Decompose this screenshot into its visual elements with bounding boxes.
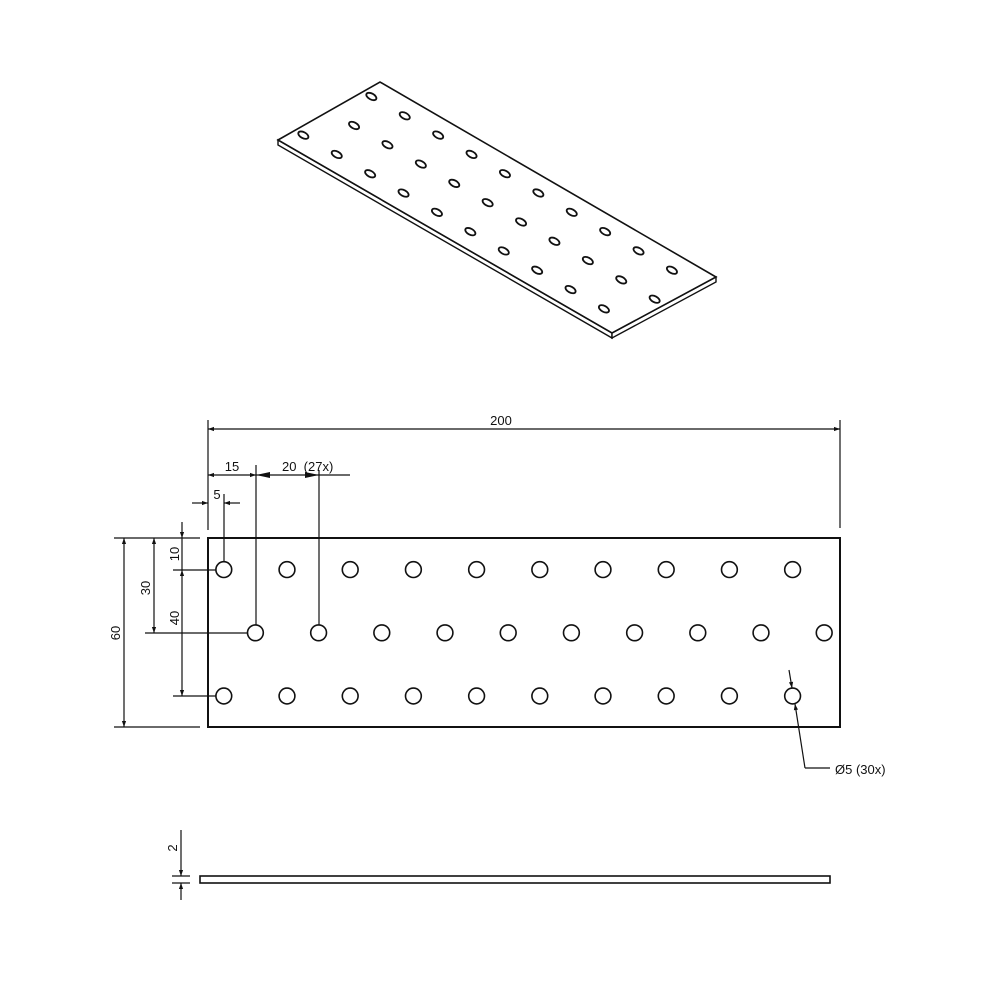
iso-hole [430, 207, 443, 217]
dimension-width: 60 [108, 537, 200, 728]
dimension-thickness-label: 2 [165, 844, 180, 851]
dimension-middle-row-label: 30 [138, 581, 153, 595]
side-view: 2 [165, 830, 831, 900]
iso-hole [648, 294, 661, 304]
dimension-top-row-label: 10 [167, 547, 182, 561]
dimension-edge-offset-label: 5 [213, 487, 220, 502]
hole [341, 560, 359, 579]
hole [404, 687, 423, 705]
iso-hole [297, 130, 310, 140]
iso-hole [348, 120, 361, 131]
dimension-length-label: 200 [490, 413, 512, 428]
iso-hole [498, 169, 511, 179]
iso-hole [565, 207, 578, 217]
hole [720, 560, 739, 579]
hole [783, 687, 802, 705]
hole [309, 624, 328, 642]
iso-hole [432, 130, 445, 140]
dimension-rows: 10 40 [167, 522, 216, 697]
dimension-width-label: 60 [108, 626, 123, 640]
iso-hole [665, 265, 678, 275]
iso-hole [531, 265, 544, 275]
hole-callout: Ø5 (30x) [788, 669, 886, 777]
hole [436, 624, 454, 642]
hole [752, 624, 770, 642]
hole [278, 687, 296, 705]
dimension-middle-row: 30 [138, 538, 248, 634]
iso-hole [397, 188, 410, 198]
iso-holes [297, 91, 678, 314]
hole [562, 624, 581, 642]
dimension-pitch-label: 20 (27x) [282, 459, 333, 474]
hole [404, 560, 423, 579]
hole [625, 624, 644, 642]
iso-hole [599, 226, 612, 237]
iso-hole [497, 246, 510, 256]
iso-hole [615, 275, 628, 285]
hole [341, 687, 359, 705]
hole [720, 687, 739, 705]
iso-hole [532, 188, 545, 198]
iso-hole [330, 149, 343, 160]
hole [594, 560, 612, 579]
iso-hole [597, 304, 610, 314]
iso-hole [398, 111, 411, 121]
iso-hole [364, 169, 377, 179]
hole [246, 624, 265, 642]
iso-hole [581, 255, 594, 266]
dimension-hole-pitch: 15 20 (27x) [208, 459, 350, 625]
dimension-first-offset-label: 15 [225, 459, 239, 474]
iso-hole [465, 149, 478, 159]
hole [783, 560, 802, 579]
iso-hole [481, 198, 494, 208]
iso-hole [632, 246, 645, 256]
hole [467, 560, 486, 579]
hole [373, 624, 391, 642]
dimension-length: 200 [207, 413, 841, 530]
hole [499, 624, 517, 642]
dimension-edge-offset: 5 [192, 487, 240, 562]
iso-hole [464, 227, 477, 237]
hole [467, 687, 486, 705]
hole [594, 687, 612, 705]
hole [278, 560, 296, 579]
iso-hole [365, 91, 378, 102]
hole [531, 560, 549, 579]
hole-callout-label: Ø5 (30x) [835, 762, 886, 777]
front-holes [215, 560, 833, 705]
iso-hole [515, 217, 528, 227]
hole [657, 560, 675, 579]
plate-outline [207, 537, 841, 728]
iso-hole [548, 236, 561, 246]
hole [657, 687, 675, 705]
iso-hole [564, 284, 577, 295]
plate-edge [199, 875, 831, 884]
hole [815, 624, 833, 642]
front-view: 200 15 20 (27x) 5 60 [108, 413, 886, 777]
iso-hole [381, 140, 394, 150]
hole [215, 687, 233, 705]
dimension-row-spacing-label: 40 [167, 611, 182, 625]
hole [531, 687, 549, 705]
isometric-view [276, 81, 718, 340]
hole [215, 560, 233, 579]
hole [689, 624, 707, 642]
iso-hole [414, 159, 427, 169]
iso-hole [448, 178, 461, 188]
